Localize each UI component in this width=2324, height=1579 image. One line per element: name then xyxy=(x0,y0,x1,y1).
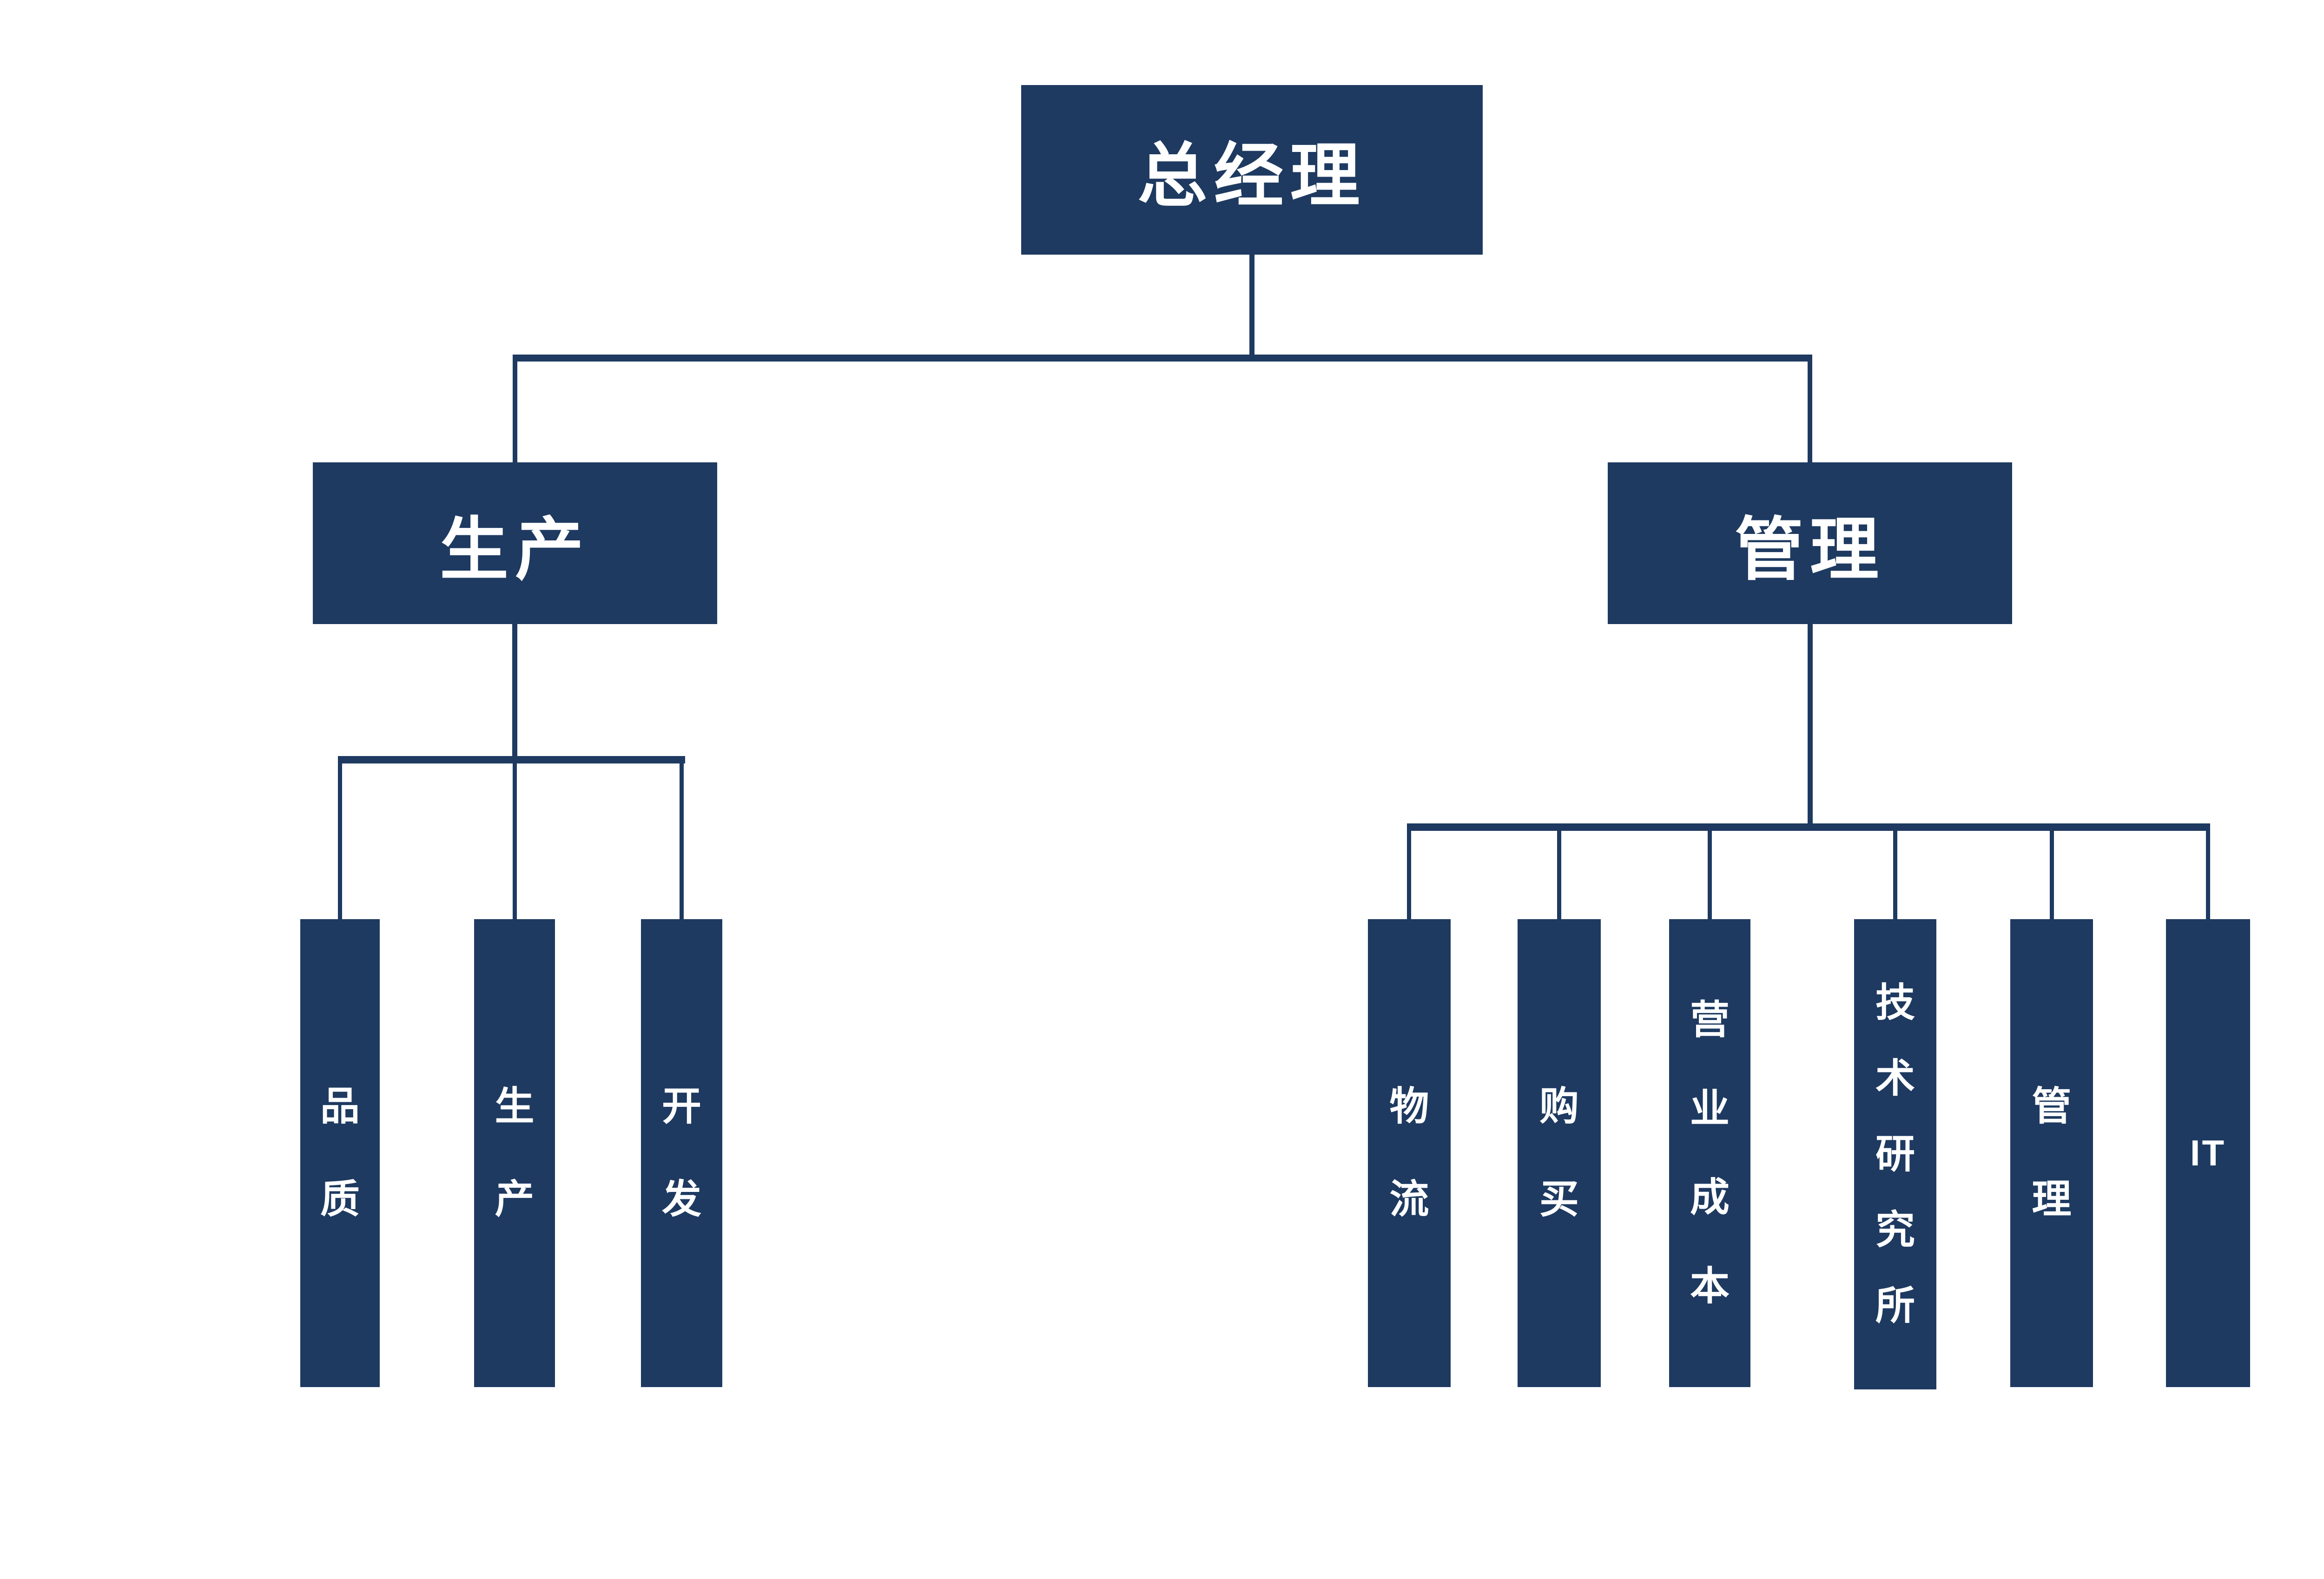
connector-production-stem xyxy=(512,624,517,759)
connector-drop-production xyxy=(513,362,517,462)
org-node-general-manager: 总经理 xyxy=(1021,85,1483,255)
org-node-production-child: 生产 xyxy=(474,919,555,1387)
org-node-label: 营业成本 xyxy=(1690,998,1730,1309)
org-node-management-child: 管理 xyxy=(2010,919,2093,1387)
org-node-label: 生产 xyxy=(495,1085,535,1222)
org-node-purchasing: 购买 xyxy=(1518,919,1601,1387)
org-node-it: IT xyxy=(2166,919,2250,1387)
org-node-label: 购买 xyxy=(1539,1085,1579,1222)
org-node-operating-cost: 营业成本 xyxy=(1669,919,1750,1387)
org-node-label: 生产 xyxy=(440,511,590,588)
connector-top-bar xyxy=(513,355,1812,362)
org-node-tech-research-institute: 技术研究所 xyxy=(1854,919,1936,1389)
connector-drop-management xyxy=(1808,362,1812,462)
connector-management-stem xyxy=(1808,624,1813,827)
connector-drop-operating-cost xyxy=(1708,831,1712,919)
connector-drop-production-child xyxy=(513,763,517,919)
connector-drop-logistics xyxy=(1407,831,1411,919)
org-node-label: 管理 xyxy=(1735,511,1885,588)
org-node-production: 生产 xyxy=(313,462,717,624)
org-node-label: 总经理 xyxy=(1137,137,1367,215)
org-node-logistics: 物流 xyxy=(1368,919,1451,1387)
connector-management-bar xyxy=(1407,823,2210,831)
connector-drop-quality xyxy=(338,763,342,919)
connector-production-bar xyxy=(338,756,685,763)
org-node-label: 品质 xyxy=(320,1085,360,1222)
connector-drop-tech-institute xyxy=(1893,831,1897,919)
org-node-label: 物流 xyxy=(1389,1085,1429,1222)
connector-drop-purchasing xyxy=(1557,831,1561,919)
connector-drop-management-child xyxy=(2050,831,2054,919)
connector-root-stem xyxy=(1249,255,1254,358)
org-node-label: 开发 xyxy=(661,1085,701,1222)
org-node-label: 管理 xyxy=(2032,1085,2072,1222)
org-node-label: 技术研究所 xyxy=(1875,980,1915,1328)
org-node-label: IT xyxy=(2190,1132,2226,1173)
org-node-development: 开发 xyxy=(641,919,722,1387)
connector-drop-development xyxy=(680,763,684,919)
connector-drop-it xyxy=(2206,831,2210,919)
org-node-management: 管理 xyxy=(1608,462,2012,624)
org-node-quality: 品质 xyxy=(300,919,380,1387)
